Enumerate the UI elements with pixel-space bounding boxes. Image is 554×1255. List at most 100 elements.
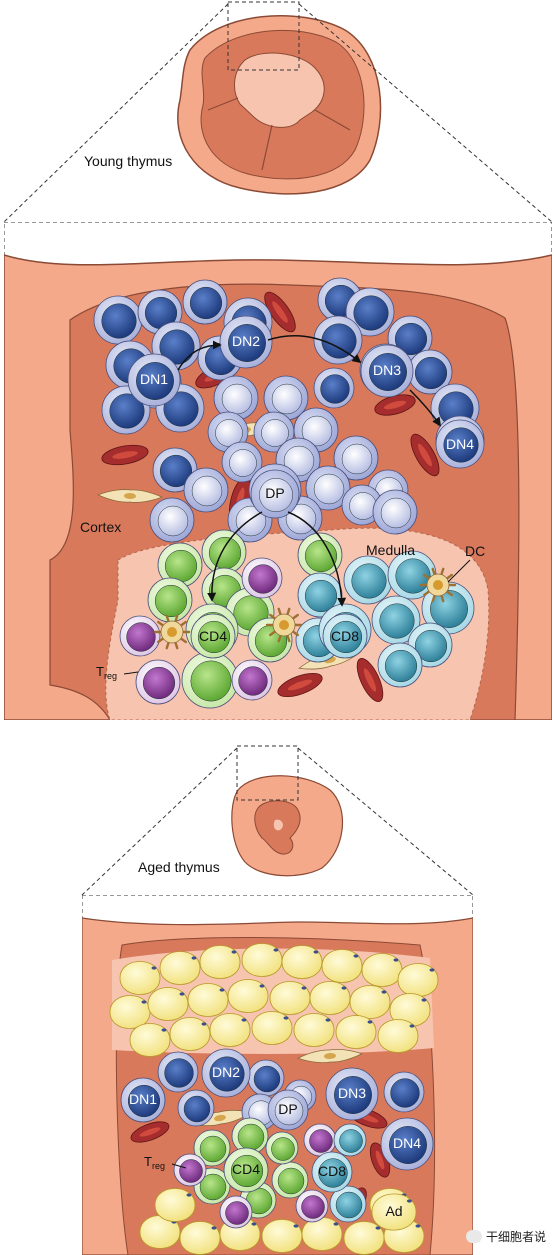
watermark-text: 干细胞者说 [485,1230,546,1244]
young-cd8-label: CD8 [331,628,359,644]
arrow-dp-cd8 [287,511,347,607]
cd8-cell [311,1151,353,1193]
young-thymus-overview: Young thymus [3,1,553,223]
red-blood-cell [410,433,440,477]
cd8-t-cell [377,642,423,688]
aged-dn1-label: DN1 [129,1091,157,1107]
young-dn4-label: DN4 [446,436,474,452]
young-thymus-title: Young thymus [84,153,172,169]
young-zoom-lines [3,3,553,223]
aged-thymus-overview: Aged thymus [81,745,474,896]
adipocyte [154,1188,196,1222]
cd4-cell [190,613,236,659]
adipocyte [241,943,283,977]
adipocyte [321,949,363,983]
aged-zoom-panel: DN1 DN2 DN3 DN4 DP CD4 CD8 Ad Treg [82,895,473,1255]
cd4-cell [223,1147,269,1193]
cd4-t-cell [147,577,193,623]
red-blood-cell [264,291,296,333]
stromal-cell [297,1048,363,1064]
stromal-cell [96,489,164,503]
dendritic-cell [419,567,457,603]
dp-thymocyte [372,489,418,535]
treg-cell [135,659,181,705]
dn1-cell [120,1077,166,1123]
adipocyte [209,1013,251,1047]
adipocyte [269,981,311,1015]
dn-thymocyte [182,279,228,325]
aged-zoom-lines [81,747,474,896]
cd4-t-cell [193,1129,231,1167]
cd4-t-cell [181,651,239,709]
arrow-dn1-dn2 [177,340,222,371]
aged-dp-label: DP [278,1101,297,1117]
young-zoom-panel: Cortex Medulla DC Treg DN1 DN2 DN3 DN4 D… [4,222,552,720]
dendritic-cell [265,607,303,643]
dn-thymocyte [313,315,363,365]
adipocyte [361,953,403,987]
adipocyte [343,1221,385,1255]
cd4-t-cell [201,529,247,575]
dp-thymocyte [149,497,195,543]
dp-thymocyte [305,465,351,511]
cd8-t-cell [297,572,343,618]
treg-cell [119,615,161,657]
arrow-dn2-dn3 [267,335,362,364]
arrow-dn3-dn4 [409,389,442,427]
red-blood-cell [356,658,384,702]
cd4-t-cell [297,532,343,578]
dn-thymocyte [407,349,453,395]
dp-thymocyte [263,375,309,421]
dn2-cell [219,315,273,369]
cd8-t-cell [371,595,421,645]
young-thymus-septum [207,97,351,171]
red-blood-cell [101,444,149,466]
cd4-t-cell [265,1131,299,1165]
aged-thymus-medulla [273,819,283,831]
cd8-cell [322,613,368,659]
dn4-cell [380,1117,434,1171]
adipocyte [179,1221,221,1255]
adipocyte [377,1019,419,1053]
dn2-cell [201,1048,251,1098]
dp-thymocyte [253,411,295,453]
young-zoom-box [227,1,300,71]
adipocyte [301,1217,343,1251]
young-thymus-medulla-core [234,52,325,128]
adipocyte [293,1013,335,1047]
young-medulla-label: Medulla [366,542,415,558]
cd8-t-cell [343,555,393,605]
young-dc-leader [447,559,471,583]
young-cortex-label: Cortex [80,519,121,535]
aged-treg-leader [171,1163,187,1169]
young-dc-label: DC [465,543,485,559]
aged-cd4-label: CD4 [232,1161,260,1177]
young-cd4-label: CD4 [199,628,227,644]
treg-cell [295,1189,329,1223]
adipocyte [251,1011,293,1045]
adipocyte [187,983,229,1017]
adipocyte [309,981,351,1015]
adipocyte [159,951,201,985]
dn-thymocyte [313,367,355,409]
aged-cd8-label: CD8 [318,1163,346,1179]
young-dp-label: DP [265,485,284,501]
dn3-cell [360,344,414,398]
adipocyte [129,1023,171,1057]
dn1-cell [127,353,181,407]
dp-thymocyte [333,435,379,481]
adipocyte [169,1017,211,1051]
cd4-t-cell [157,542,203,588]
dp-cell [250,469,300,519]
arrow-dp-cd4 [207,511,263,602]
dn-thymocyte [93,295,143,345]
adipocyte [109,995,151,1029]
wechat-icon [465,1230,482,1243]
red-blood-cell [277,672,323,698]
treg-cell [241,557,283,599]
dp-cell [267,1089,309,1131]
adipocyte [227,979,269,1013]
adipocyte [261,1219,303,1253]
cd4-t-cell [271,1161,309,1199]
